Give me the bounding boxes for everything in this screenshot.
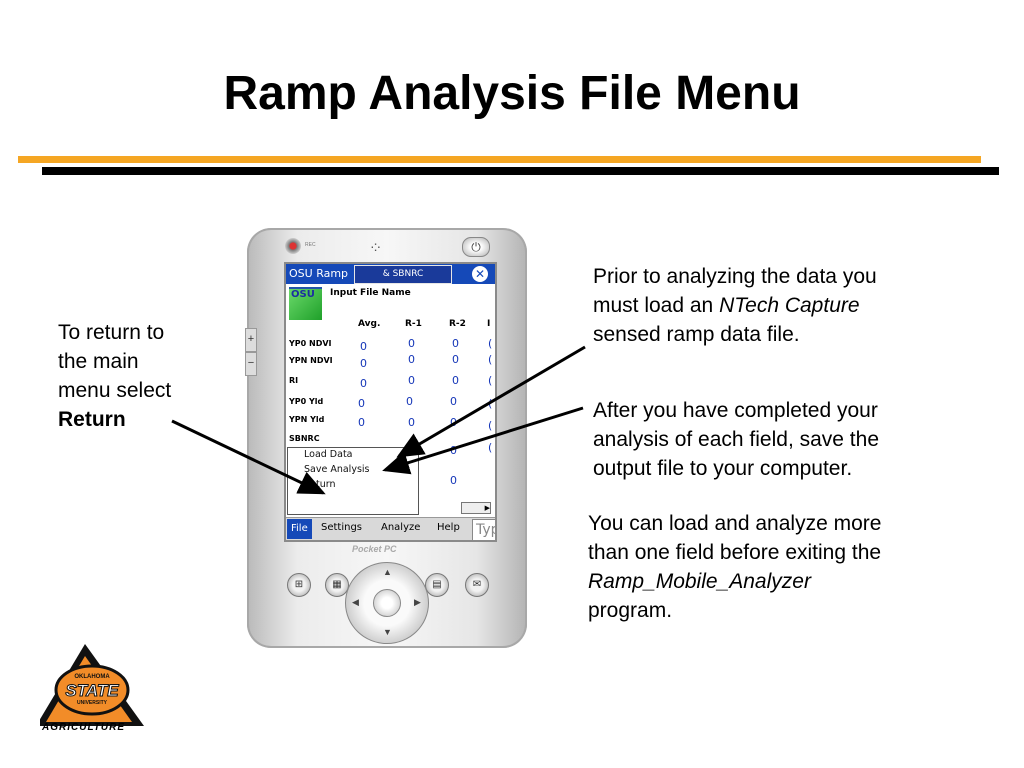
load-callout-line: must load an NTech Capture [593,291,877,320]
menu-file[interactable]: File [287,519,312,539]
cell-value: 0 [450,416,457,429]
seal-text-mid: STATE [65,681,119,700]
multi-field-callout-line: than one field before exiting the [588,541,882,564]
row-label: YP0 Yld [289,397,324,406]
save-callout-line: After you have completed your [593,399,878,422]
file-menu-dropdown: Load Data Save Analysis Return [287,447,419,515]
cell-value: 0 [452,374,459,387]
menu-item-save-analysis[interactable]: Save Analysis [304,464,370,475]
scroll-right-arrow-icon[interactable]: ▶ [461,502,491,514]
cell-value: ( [488,353,493,366]
load-callout: Prior to analyzing the data you must loa… [593,262,877,349]
row-label: RI [289,376,299,385]
cell-value: 0 [360,340,367,353]
navigation-dpad[interactable]: ▲ ▼ ◀ ▶ [345,562,429,644]
input-file-label: Input File Name [330,288,411,298]
cell-value: ( [488,337,493,350]
seal-text-bot: UNIVERSITY [77,700,108,706]
app-title: OSU Ramp [289,267,349,280]
column-header: R-1 [405,319,422,329]
column-header: R-2 [449,319,466,329]
cell-value: 0 [450,474,457,487]
start-icon[interactable]: ⊞ [287,573,311,597]
notification-led-icon: ·:· [370,238,381,254]
volume-up-button[interactable]: + [245,328,257,352]
slide-title: Ramp Analysis File Menu [223,67,801,120]
osu-logo-text: OSU [291,289,315,300]
dpad-down-icon[interactable]: ▼ [383,627,392,637]
dpad-left-icon[interactable]: ◀ [352,597,359,607]
cell-value: 0 [360,377,367,390]
return-callout-bold: Return [58,408,126,431]
cell-value: 0 [450,395,457,408]
load-callout-pre: must load an [593,294,720,317]
cell-value: ( [488,441,493,454]
record-label: REC [305,242,316,248]
multi-field-callout-line: program. [588,599,673,622]
seal-text-top: OKLAHOMA [74,674,110,680]
ntech-capture-text: NTech Capture [719,294,860,317]
row-label: SBNRC [289,434,320,443]
black-divider [42,167,999,175]
osu-agriculture-logo: OKLAHOMA STATE UNIVERSITY [40,644,144,726]
dpad-right-icon[interactable]: ▶ [414,597,421,607]
menu-item-load-data[interactable]: Load Data [304,449,353,460]
power-button[interactable]: ⏻ [462,237,490,257]
row-label: YPN NDVI [289,356,333,365]
menu-settings[interactable]: Settings [321,522,363,533]
save-callout: After you have completed your analysis o… [593,396,879,483]
orange-divider [18,156,981,163]
agriculture-wordmark: AGRICULTURE [42,722,126,733]
cell-value: 0 [408,416,415,429]
row-label: YP0 NDVI [289,339,332,348]
save-callout-line: analysis of each field, save the [593,428,880,451]
return-callout: To return to the main menu select Return [58,318,171,434]
cell-value: ( [488,374,493,387]
load-callout-line: sensed ramp data file. [593,323,800,346]
pocket-pc-device: + − REC ·:· ⏻ OSU Ramp & SBNRC ✕ OSU Inp… [245,228,527,648]
menu-item-return[interactable]: Return [304,479,336,490]
program-name-text: Ramp_Mobile_Analyzer [588,570,811,593]
mail-icon[interactable]: ✉ [465,573,489,597]
save-callout-line: output file to your computer. [593,457,853,480]
cell-value: ( [488,397,493,410]
app-menubar: File Settings Analyze Help Type He [286,517,495,540]
cell-value: 0 [360,357,367,370]
osu-app-logo: OSU [289,287,322,320]
return-callout-line: the main [58,350,139,373]
contacts-icon[interactable]: ▤ [425,573,449,597]
dpad-up-icon[interactable]: ▲ [383,567,392,577]
cell-value: 0 [358,397,365,410]
record-button[interactable] [285,238,301,254]
input-panel-field[interactable]: Type He [472,519,495,540]
cell-value: 0 [452,337,459,350]
cell-value: 0 [408,374,415,387]
return-callout-line: To return to [58,321,165,344]
cell-value: 0 [408,337,415,350]
app-titlebar: OSU Ramp & SBNRC ✕ [286,264,495,284]
close-icon[interactable]: ✕ [472,266,488,282]
menu-analyze[interactable]: Analyze [381,522,421,533]
pda-screen: OSU Ramp & SBNRC ✕ OSU Input File Name A… [284,262,497,542]
pocket-pc-brand: Pocket PC [352,544,397,554]
cell-value: 0 [358,416,365,429]
return-callout-line: menu select [58,379,172,402]
menu-help[interactable]: Help [437,522,460,533]
cell-value: 0 [408,353,415,366]
calendar-icon[interactable]: ▦ [325,573,349,597]
cell-value: 0 [406,395,413,408]
app-title-overlay: & SBNRC [354,265,452,284]
column-header: I [487,319,491,329]
volume-down-button[interactable]: − [245,352,257,376]
multi-field-callout: You can load and analyze more than one f… [588,509,881,625]
row-label: YPN Yld [289,415,325,424]
load-callout-line: Prior to analyzing the data you [593,265,877,288]
column-header: Avg. [358,319,381,329]
dpad-center-button[interactable] [373,589,401,617]
cell-value: 0 [452,353,459,366]
cell-value: 0 [450,444,457,457]
multi-field-callout-line: You can load and analyze more [588,512,882,535]
cell-value: ( [488,419,493,432]
